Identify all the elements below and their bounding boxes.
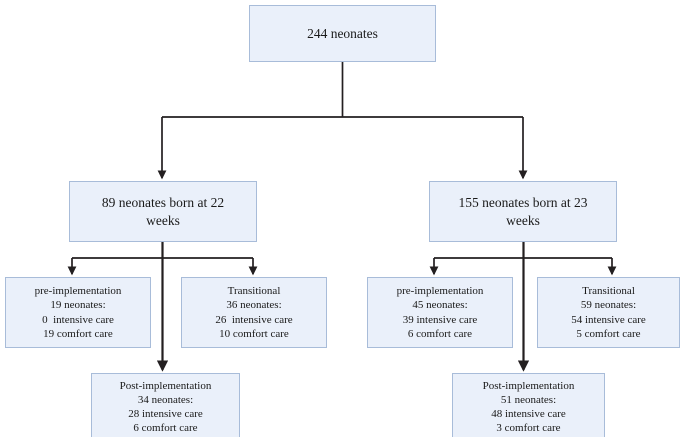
node-line: 3 comfort care [496,422,561,435]
node-line: pre-implementation [396,285,484,298]
node-line: 36 neonates: [226,299,282,312]
node-line: 34 neonates: [137,393,194,406]
node-line: weeks [506,212,540,228]
node-line: 6 comfort care [407,327,473,340]
node-line: 48 intensive care [491,408,566,420]
node-line: 244 neonates [307,25,378,41]
node-line: 0 intensive care [42,313,114,326]
node-22w-pre-implementation: pre-implementation 19 neonates: 0 intens… [5,277,151,348]
node-23-weeks: 155 neonates born at 23 weeks [429,181,617,242]
node-line: 28 intensive care [128,408,203,420]
node-23w-pre-implementation: pre-implementation 45 neonates: 39 inten… [367,277,513,348]
node-22w-post-implementation: Post-implementation 34 neonates: 28 inte… [91,373,240,437]
node-line: 155 neonates born at 23 [458,195,588,211]
node-22w-transitional: Transitional 36 neonates: 26 intensive c… [181,277,327,348]
node-line: Transitional [582,285,635,298]
node-line: 59 neonates: [580,299,637,312]
node-line: 5 comfort care [576,327,641,340]
node-line: 51 neonates: [500,393,557,406]
node-23w-post-implementation: Post-implementation 51 neonates: 48 inte… [452,373,605,437]
node-line: weeks [146,212,180,228]
node-line: 39 intensive care [402,313,478,326]
node-23w-transitional: Transitional 59 neonates: 54 intensive c… [537,277,680,348]
node-line: 6 comfort care [133,422,198,435]
node-line: 54 intensive care [571,313,646,326]
node-line: 10 comfort care [219,327,289,340]
node-line: 19 neonates: [50,299,106,312]
node-22-weeks: 89 neonates born at 22 weeks [69,181,257,242]
node-line: 89 neonates born at 22 [101,195,225,211]
node-line: 26 intensive care [215,313,293,326]
node-line: 45 neonates: [412,299,468,312]
node-total-neonates: 244 neonates [249,5,436,62]
node-line: 19 comfort care [43,327,113,340]
node-line: Post-implementation [119,379,212,392]
node-line: Transitional [227,285,281,298]
node-line: Post-implementation [482,379,575,392]
node-line: pre-implementation [34,285,122,298]
